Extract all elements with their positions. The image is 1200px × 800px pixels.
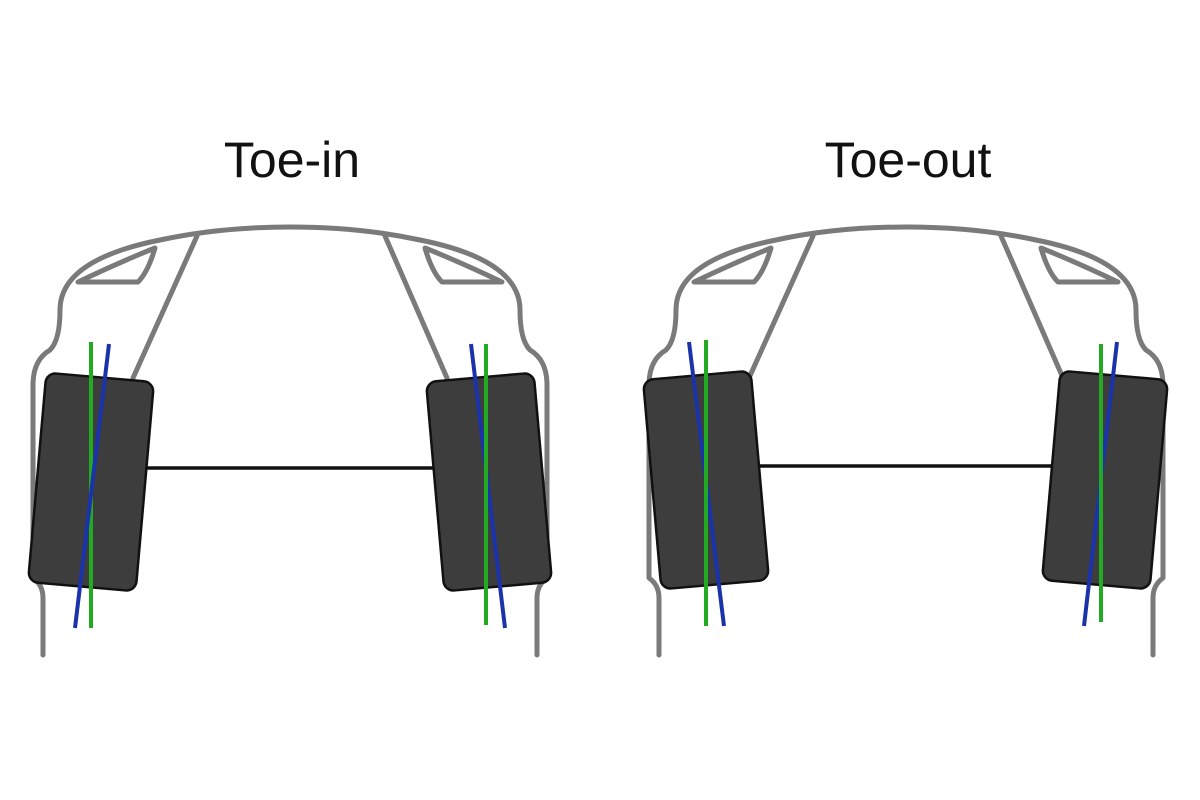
toe-out-panel	[642, 224, 1169, 658]
toe-in-title: Toe-in	[223, 132, 361, 188]
wheel-angle-line	[73, 343, 111, 629]
left-headlight-outline	[691, 245, 774, 285]
car-body-outline	[646, 224, 1166, 658]
right-strut	[998, 233, 1066, 381]
right-headlight-outline	[422, 245, 505, 285]
left-strut	[746, 233, 816, 381]
right-strut	[382, 233, 450, 381]
car-body-outline	[30, 224, 550, 658]
right-wheel	[1041, 370, 1169, 590]
toe-out-title: Toe-out	[824, 132, 992, 188]
tire	[1041, 370, 1169, 590]
left-headlight-outline	[75, 245, 158, 285]
toe-in-panel	[27, 224, 553, 658]
right-headlight-outline	[1038, 245, 1121, 285]
left-strut	[130, 233, 200, 381]
